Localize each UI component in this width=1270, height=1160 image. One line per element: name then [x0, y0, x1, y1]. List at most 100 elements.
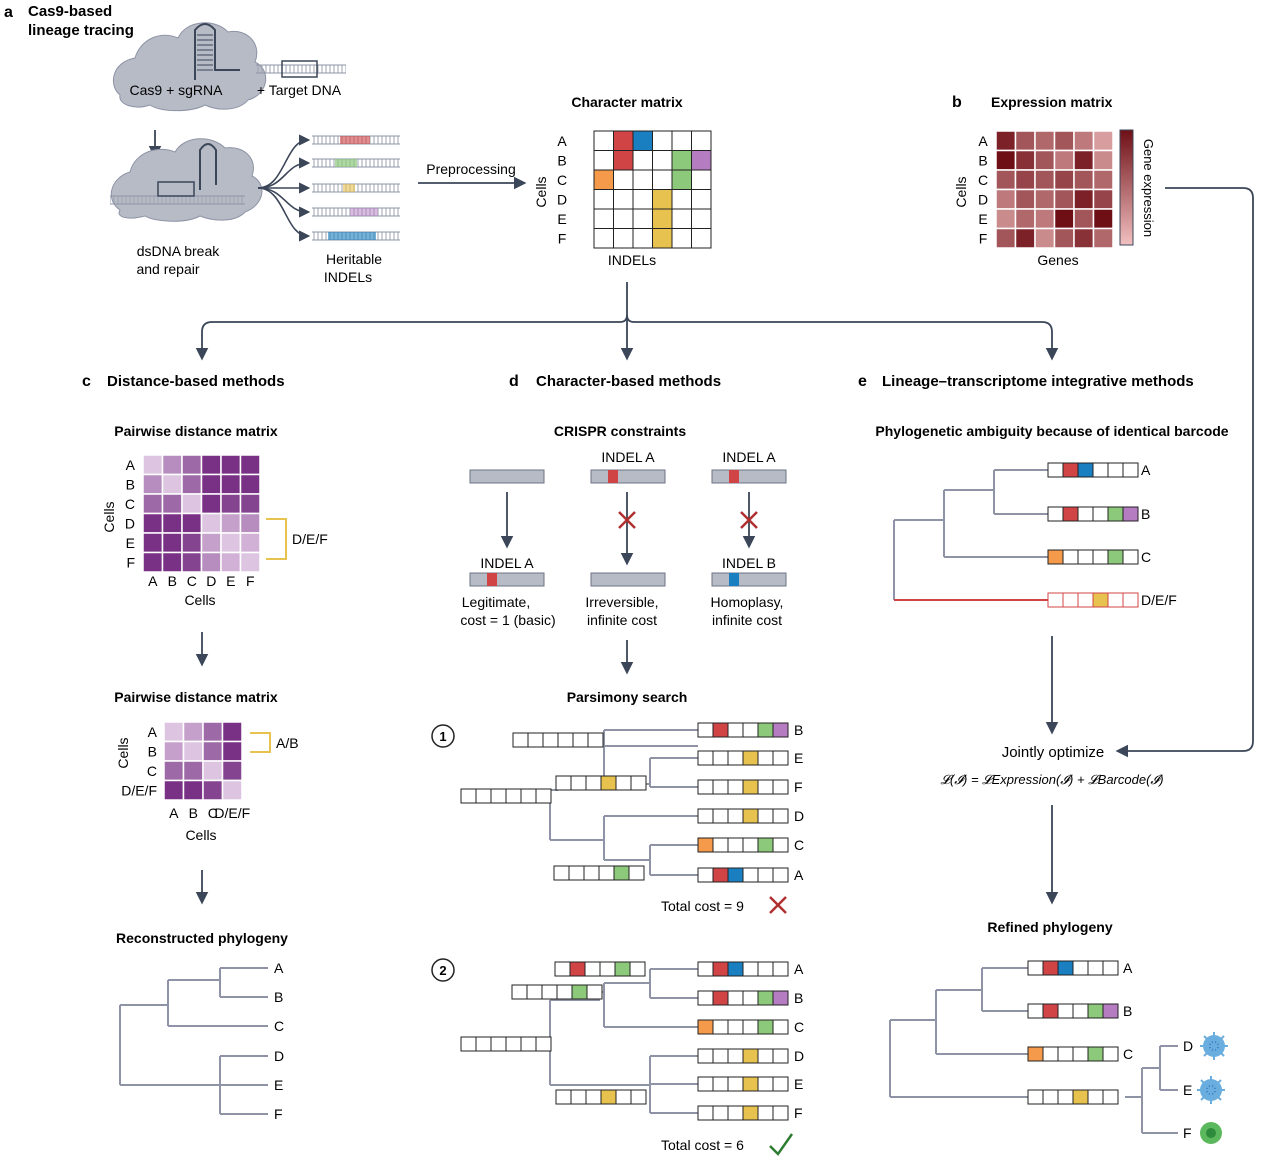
dist-cell — [239, 512, 261, 534]
barcode-cell — [742, 961, 759, 977]
char-cell — [632, 169, 653, 190]
barcode-cell — [1057, 960, 1074, 976]
barcode-cell — [1027, 1046, 1044, 1062]
panel-letter-a: a — [4, 4, 13, 21]
distance-matrix1-xlabel: Cells — [184, 592, 215, 608]
barcode-cell — [1107, 506, 1124, 522]
tree-leaf-label: C — [1123, 1046, 1133, 1062]
barcode-cell — [712, 837, 729, 853]
barcode-cell — [1057, 1003, 1074, 1019]
expr-cell — [1053, 208, 1075, 230]
char-cell — [652, 169, 673, 190]
barcode-cell — [630, 1089, 647, 1105]
barcode-cell — [712, 1048, 729, 1064]
char-cell — [613, 189, 634, 210]
panel-letter-b: b — [952, 94, 962, 111]
char-cell — [671, 228, 692, 249]
barcode-cell — [757, 1019, 774, 1035]
cross-icon — [740, 511, 758, 529]
panel-e-title: Lineage–transcriptome integrative method… — [882, 373, 1194, 390]
dist-cell — [220, 512, 242, 534]
expr-cell — [1073, 130, 1095, 152]
barcode-cell — [727, 779, 744, 795]
expr-cell — [1053, 227, 1075, 249]
leaf-barcode — [1047, 592, 1139, 608]
char-row-label: D — [557, 192, 567, 208]
barcode-cell — [571, 984, 588, 1000]
barcode-cell — [727, 722, 744, 738]
dist-cell — [220, 473, 242, 495]
cross-icon — [618, 511, 636, 529]
expression-matrix-ylabel: Cells — [953, 176, 969, 207]
expr-cell — [1092, 208, 1114, 230]
barcode-cell — [1087, 1046, 1104, 1062]
legit-indel-label: INDEL A — [480, 555, 534, 571]
tree-leaf-label: C — [274, 1018, 284, 1034]
expr-cell — [1014, 188, 1036, 210]
barcode-cell — [1027, 960, 1044, 976]
expr-cell — [995, 227, 1017, 249]
leaf-barcode — [697, 990, 789, 1006]
barcode-cell — [772, 750, 789, 766]
expr-cell — [1073, 149, 1095, 171]
dist-cell — [239, 551, 261, 573]
leaf-barcode — [697, 867, 789, 883]
barcode-cell — [556, 984, 573, 1000]
barcode-cell — [727, 837, 744, 853]
tree2-number-circle — [431, 958, 455, 982]
tree1-cost: Total cost = 9 — [661, 898, 744, 914]
barcode-cell — [742, 722, 759, 738]
dist-col-label: B — [168, 573, 177, 589]
cell-f-icon — [1200, 1122, 1222, 1144]
dist-cell — [161, 493, 183, 515]
dist-cell — [161, 473, 183, 495]
barcode-cell — [697, 1076, 714, 1092]
barcode-cell — [712, 1019, 729, 1035]
homo-line1: Homoplasy, — [711, 594, 784, 610]
barcode-cell — [742, 990, 759, 1006]
dist-cell — [142, 512, 164, 534]
leaf-barcode — [697, 1105, 789, 1121]
barcode-cell — [542, 732, 559, 748]
char-cell — [632, 150, 653, 171]
barcode-cell — [1077, 506, 1094, 522]
dist-cell — [202, 779, 224, 801]
barcode-cell — [772, 1048, 789, 1064]
bracket-ab-label: A/B — [276, 735, 299, 751]
char-cell — [593, 130, 614, 151]
expr-cell — [1014, 169, 1036, 191]
tree-leaf-label: F — [794, 1105, 803, 1121]
indel-a-mark-2 — [608, 470, 618, 483]
expr-cell — [1053, 169, 1075, 191]
dist-col-label: B — [189, 805, 198, 821]
expr-cell — [1014, 130, 1036, 152]
dist-row-label: D/E/F — [121, 782, 157, 798]
dist-cell — [221, 721, 243, 743]
barcode-cell — [490, 1036, 507, 1052]
char-cell — [593, 150, 614, 171]
barcode-cell — [1047, 462, 1064, 478]
barcode-cell — [1122, 549, 1139, 565]
dist-col-label: D/E/F — [214, 805, 250, 821]
barcode-cell — [1102, 1089, 1119, 1105]
panel-c-title: Distance-based methods — [107, 373, 285, 390]
tree-leaf-label: B — [274, 989, 283, 1005]
dist-cell — [182, 740, 204, 762]
barcode-cell — [697, 1048, 714, 1064]
dist-cell — [202, 721, 224, 743]
ancestor-barcode — [511, 984, 603, 1000]
tree-leaf-label: B — [794, 722, 803, 738]
barcode-cell — [1122, 462, 1139, 478]
bar-indel-b — [711, 572, 787, 587]
expr-cell — [1092, 227, 1114, 249]
barcode-cell — [772, 961, 789, 977]
barcode-cell — [600, 1089, 617, 1105]
barcode-cell — [512, 732, 529, 748]
barcode-cell — [1122, 592, 1139, 608]
barcode-cell — [757, 867, 774, 883]
leaf-barcode — [1027, 1003, 1119, 1019]
colorbar-label: Gene expression — [1141, 139, 1156, 237]
